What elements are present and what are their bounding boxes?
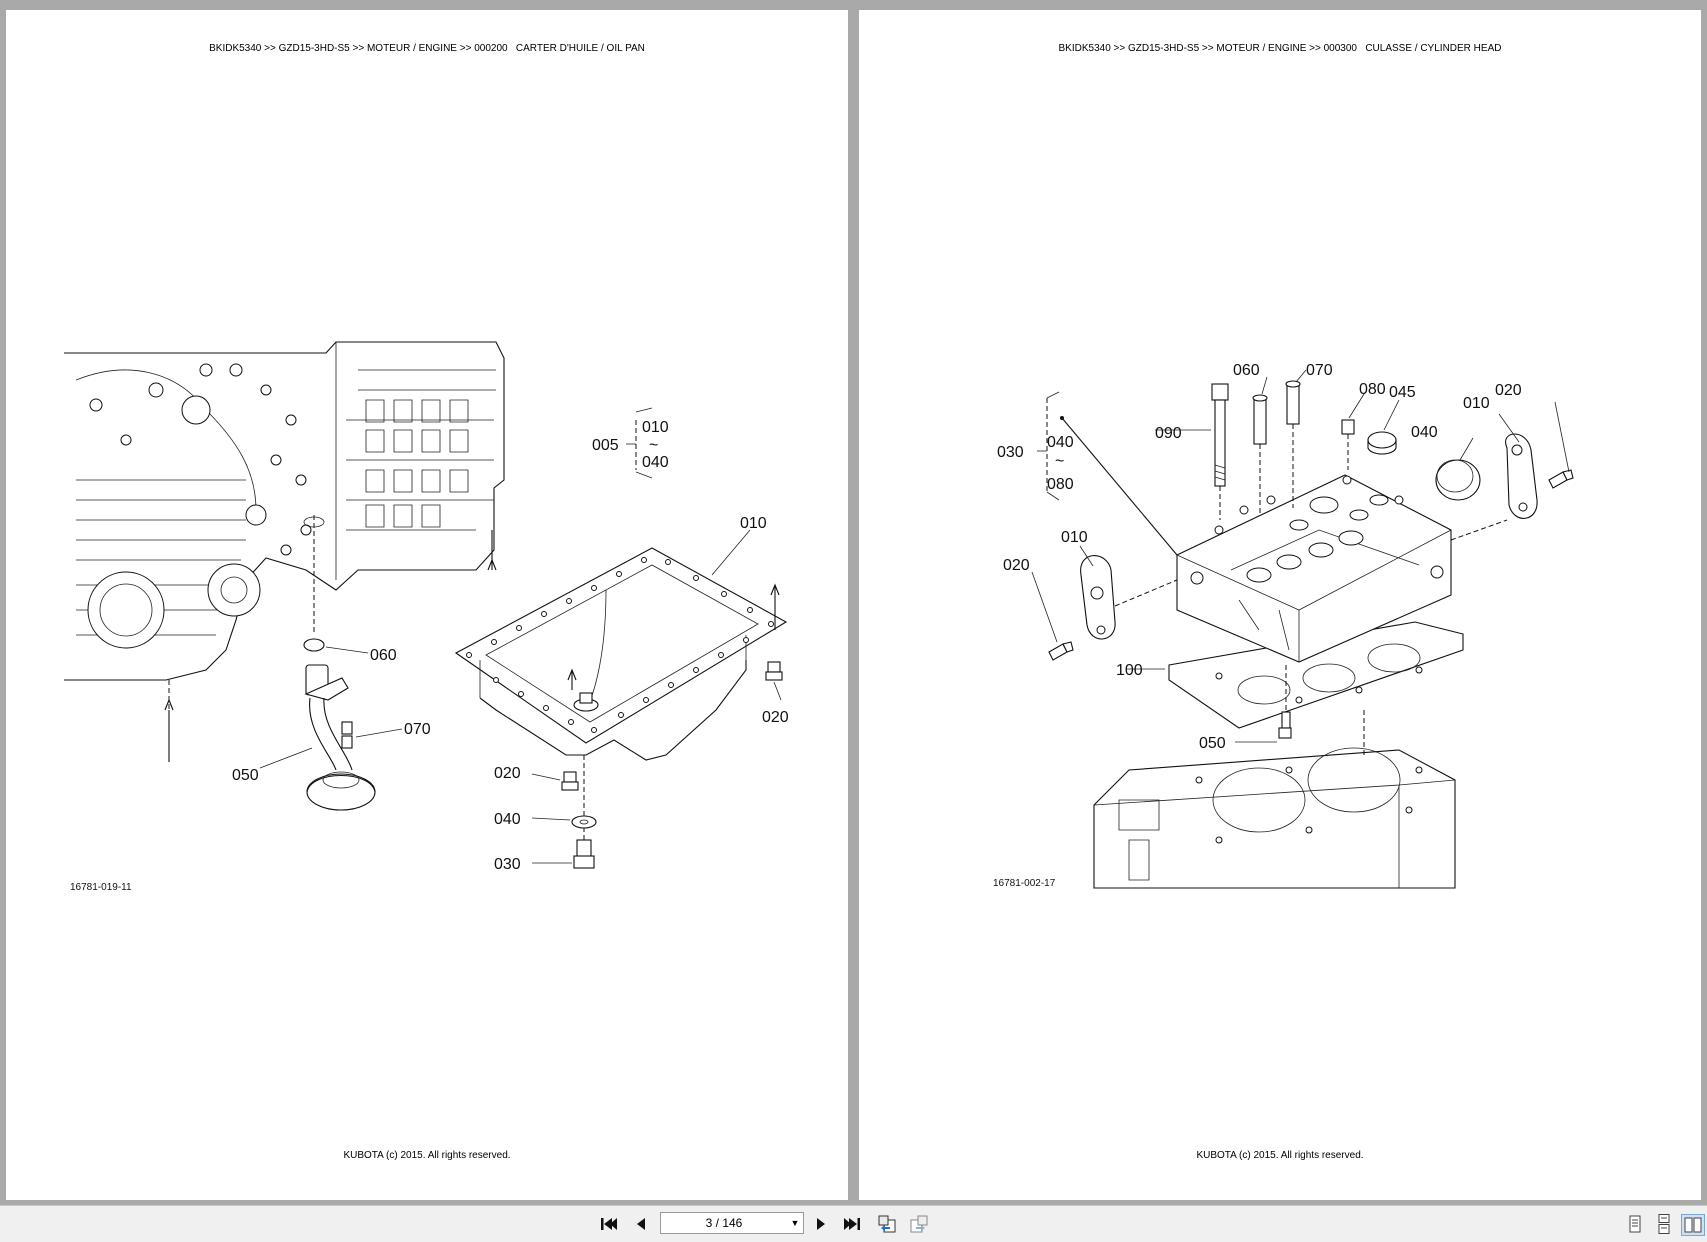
chevron-down-icon[interactable]: ▼ xyxy=(790,1218,800,1228)
page-header: BKIDK5340 >> GZD15-3HD-S5 >> MOTEUR / EN… xyxy=(209,43,645,54)
page-footer: KUBOTA (c) 2015. All rights reserved. xyxy=(1196,1150,1364,1161)
page-header: BKIDK5340 >> GZD15-3HD-S5 >> MOTEUR / EN… xyxy=(1058,43,1502,54)
page-footer: KUBOTA (c) 2015. All rights reserved. xyxy=(343,1150,511,1161)
pdf-viewer-toolbar: 3 / 146 ▼ xyxy=(0,1205,1707,1242)
pdf-page-left: BKIDK5340 >> GZD15-3HD-S5 >> MOTEUR / EN… xyxy=(6,10,848,1200)
single-page-icon[interactable] xyxy=(1624,1214,1646,1234)
figure-code: 16781-002-17 xyxy=(993,878,1056,889)
next-page-icon[interactable] xyxy=(810,1214,832,1234)
callout-020-right: 020 xyxy=(1495,382,1522,399)
callout-090: 090 xyxy=(1155,425,1182,442)
callout-040: 040 xyxy=(494,811,521,828)
callout-020-left: 020 xyxy=(1003,557,1030,574)
cover-plate-part xyxy=(1079,545,1178,640)
callout-100: 100 xyxy=(1116,662,1143,679)
pdf-page-right: BKIDK5340 >> GZD15-3HD-S5 >> MOTEUR / EN… xyxy=(859,10,1701,1200)
callout-060: 060 xyxy=(370,647,397,664)
callout-080-range: 080 xyxy=(1047,476,1074,493)
bolt-part xyxy=(531,771,579,791)
head-bolt-part xyxy=(1155,383,1229,520)
go-forward-view-icon[interactable] xyxy=(908,1214,930,1234)
nut-parts xyxy=(341,721,403,749)
cylinder-head-exploded-diagram: 030 040 ~ 080 060 070 080 045 090 040 01… xyxy=(993,362,1574,889)
engine-block-drawing xyxy=(1093,710,1456,889)
callout-045: 045 xyxy=(1389,384,1416,401)
callout-010-left: 010 xyxy=(1061,529,1088,546)
cap-part xyxy=(1367,399,1400,455)
oil-strainer-part xyxy=(304,664,376,811)
callout-030: 030 xyxy=(997,444,1024,461)
first-page-icon[interactable] xyxy=(598,1214,620,1234)
callout-080: 080 xyxy=(1359,381,1386,398)
valve-guide-part xyxy=(1285,369,1307,508)
cap-part xyxy=(1435,437,1481,501)
callout-070: 070 xyxy=(404,721,431,738)
last-page-icon[interactable] xyxy=(841,1214,863,1234)
o-ring-part xyxy=(303,638,325,652)
bolt-part xyxy=(765,661,783,701)
bolt-part xyxy=(1548,401,1574,489)
callout-010-right: 010 xyxy=(1463,395,1490,412)
callout-070: 070 xyxy=(1306,362,1333,379)
callout-030: 030 xyxy=(494,856,521,873)
callout-020-right: 020 xyxy=(762,709,789,726)
callout-010: 010 xyxy=(740,515,767,532)
callout-050: 050 xyxy=(1199,735,1226,752)
valve-guide-part xyxy=(1252,376,1268,515)
figure-code: 16781-019-11 xyxy=(70,882,132,893)
cylinder-head-part xyxy=(1176,474,1452,663)
head-gasket-part xyxy=(1127,621,1464,729)
range-tilde: ~ xyxy=(1055,453,1064,470)
previous-page-icon[interactable] xyxy=(630,1214,652,1234)
callout-040-range: 040 xyxy=(642,454,669,471)
bolt-part xyxy=(1031,571,1074,661)
page-number-input[interactable]: 3 / 146 ▼ xyxy=(660,1212,804,1234)
engine-block-drawing xyxy=(64,341,505,762)
plug-part xyxy=(1341,393,1365,470)
washer-part xyxy=(571,815,597,829)
callout-005: 005 xyxy=(592,437,619,454)
callout-050: 050 xyxy=(232,767,259,784)
callout-060: 060 xyxy=(1233,362,1260,379)
oil-pan-part xyxy=(454,529,788,761)
oil-pan-exploded-diagram: 005 010 ~ 040 010 060 070 050 020 020 04… xyxy=(64,341,789,893)
page-indicator: 3 / 146 xyxy=(705,1216,743,1230)
callout-040-range: 040 xyxy=(1047,434,1074,451)
callout-010-range: 010 xyxy=(642,419,669,436)
facing-pages-icon[interactable] xyxy=(1681,1214,1705,1236)
callout-040: 040 xyxy=(1411,424,1438,441)
drain-plug-part xyxy=(532,839,595,869)
range-tilde: ~ xyxy=(649,437,658,454)
cover-plate-part xyxy=(1498,413,1538,519)
oil-pan-bolt-holes xyxy=(466,557,774,733)
stud-part xyxy=(1235,665,1292,743)
continuous-page-icon[interactable] xyxy=(1653,1214,1675,1234)
callout-020-lower: 020 xyxy=(494,765,521,782)
go-back-view-icon[interactable] xyxy=(876,1214,898,1234)
